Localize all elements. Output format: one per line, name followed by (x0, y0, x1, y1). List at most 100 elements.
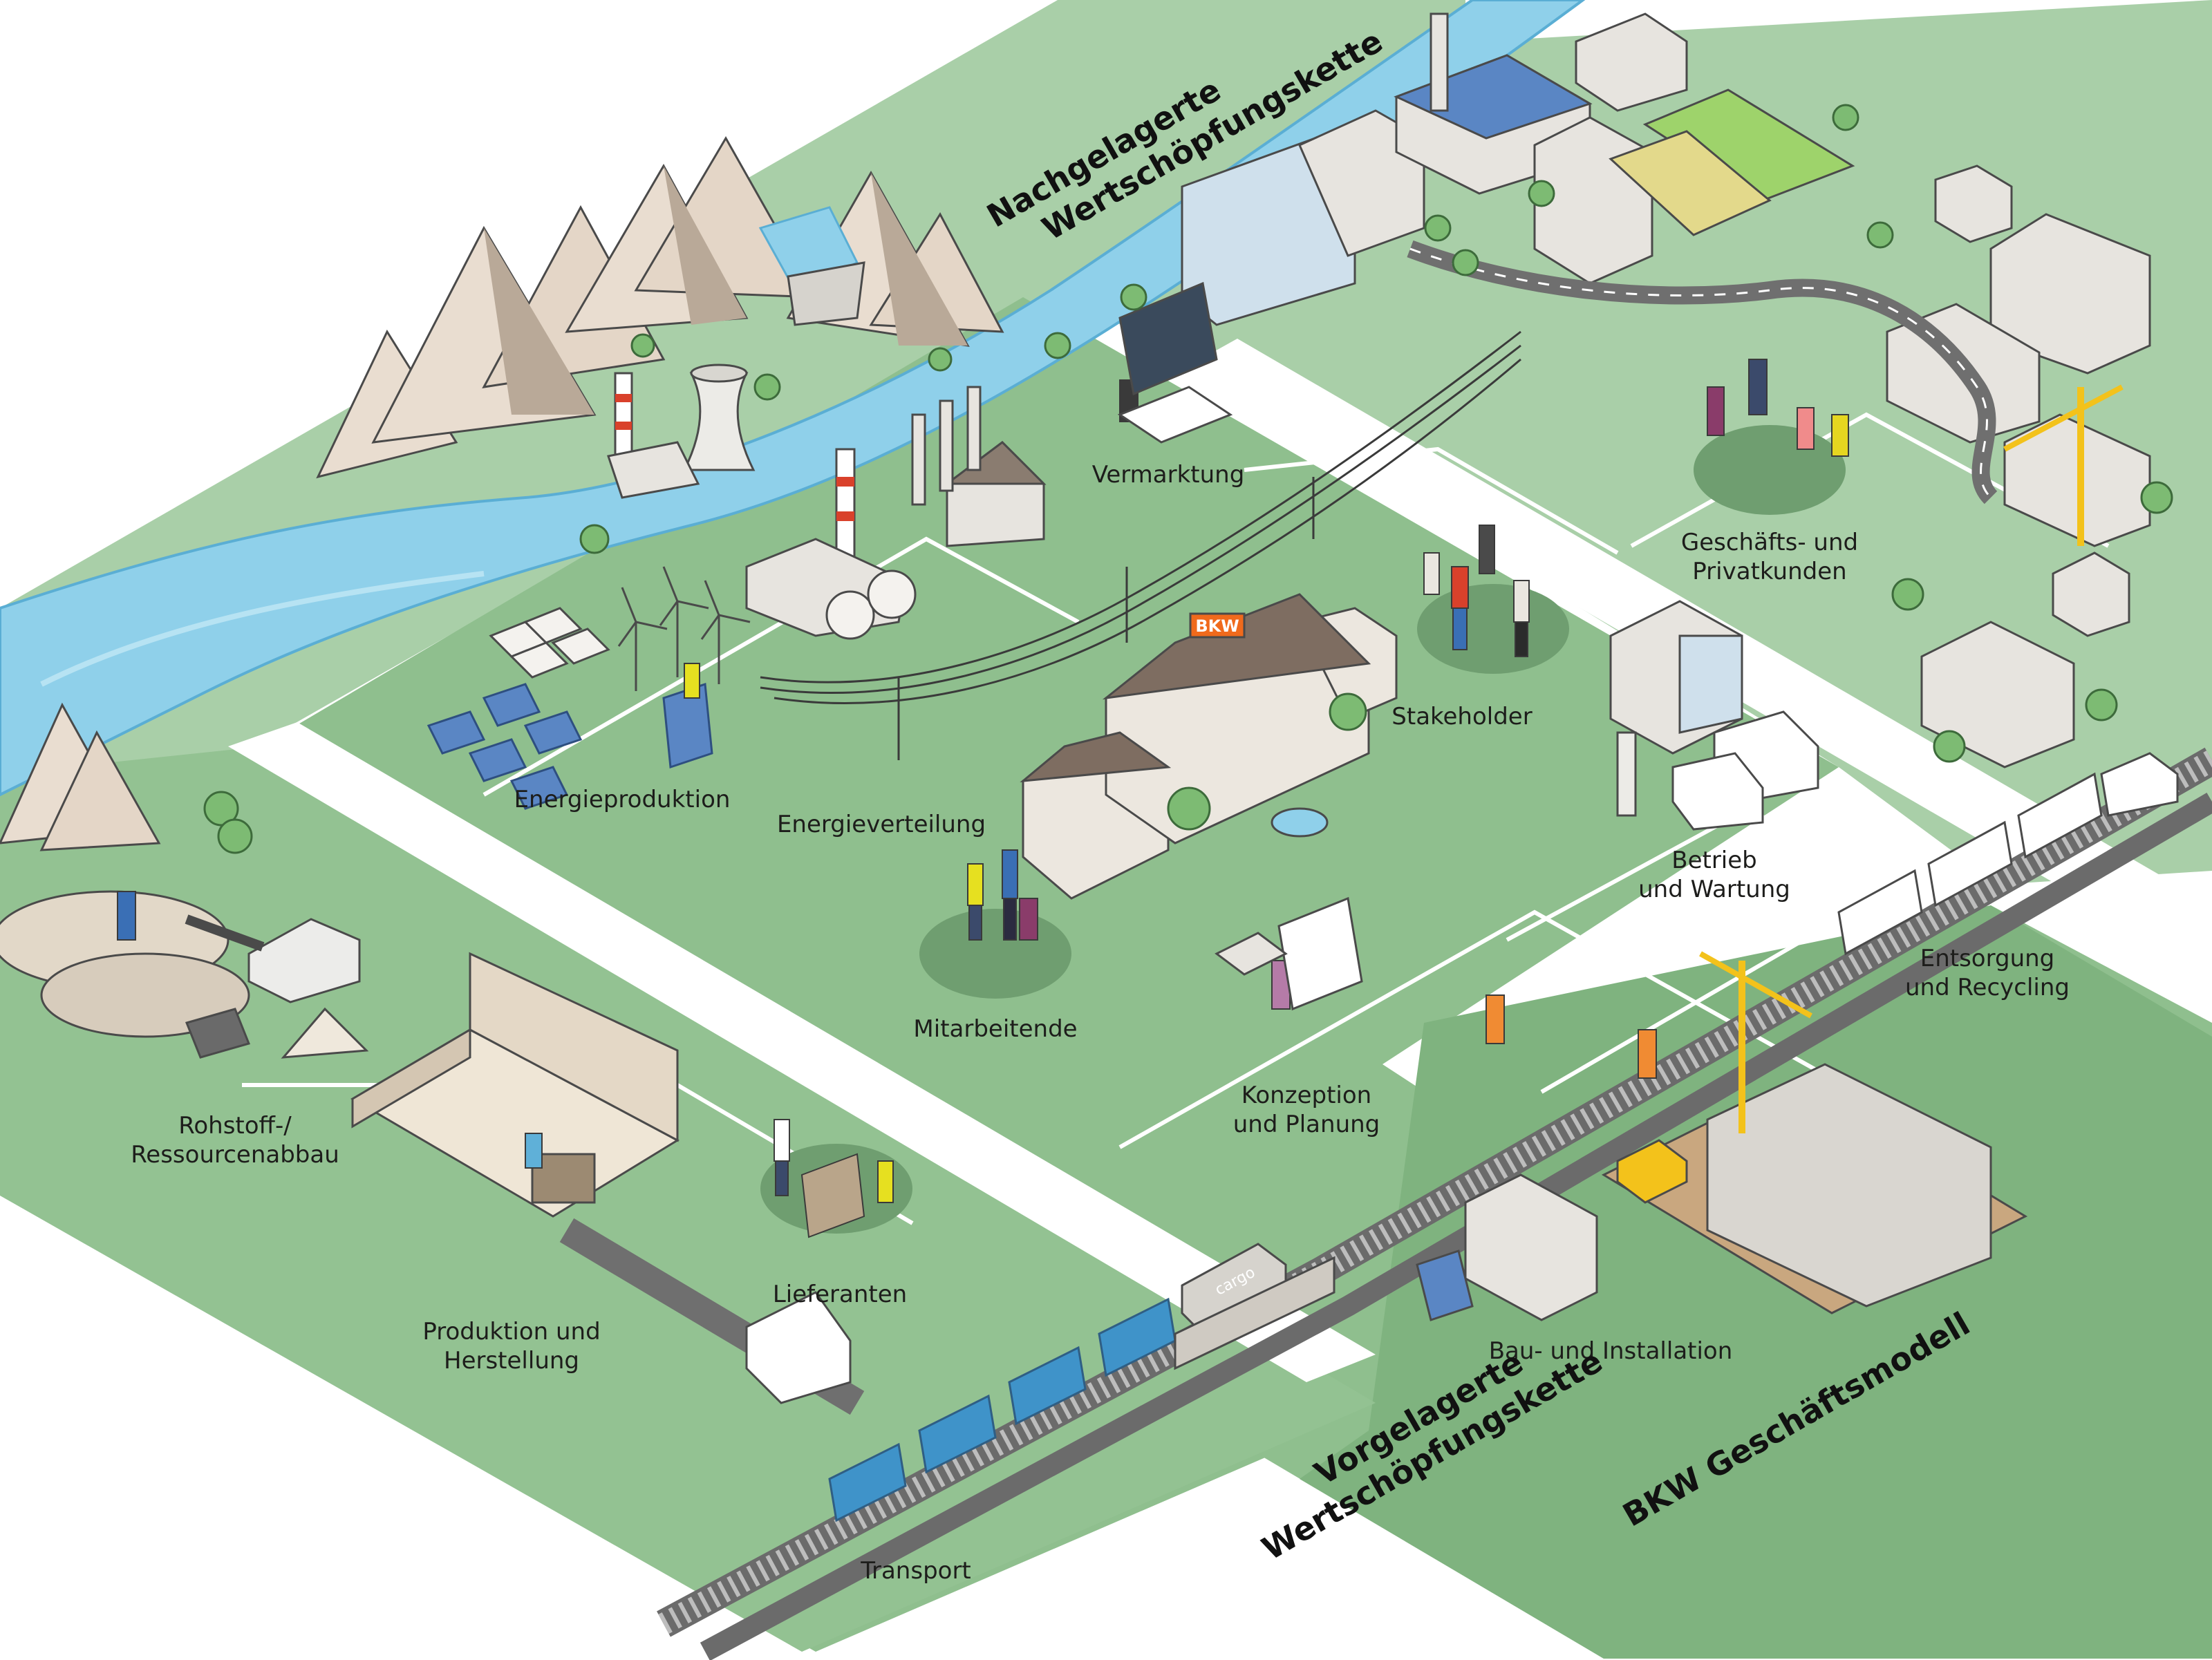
storage-tank (825, 590, 875, 640)
house (1934, 164, 2013, 243)
bkw-headquarters (1020, 593, 1398, 900)
kunden-circle (1694, 425, 1846, 515)
locomotive (2100, 752, 2179, 817)
dam (787, 261, 865, 326)
separator-strip-left (228, 722, 1376, 1382)
planning-table (1215, 896, 1363, 1011)
factory-room (350, 952, 865, 1415)
label-energieverteilung: Energieverteilung (777, 811, 986, 838)
label-lieferanten: Lieferanten (773, 1281, 907, 1308)
mining-site (0, 890, 369, 1059)
bkw-sign (1189, 612, 1246, 639)
label-produktion-line2: Herstellung (444, 1347, 579, 1375)
river-highlight (40, 571, 485, 687)
chimney-striped (835, 448, 856, 561)
railway (657, 747, 2212, 1660)
delivery-truck (745, 1291, 852, 1404)
trees (203, 104, 2173, 854)
construction-worker (1638, 1029, 1657, 1079)
hq-roof-left (1020, 731, 1172, 782)
technician (684, 663, 700, 699)
label-energieproduktion: Energieproduktion (514, 786, 731, 813)
chimney-striped (614, 372, 633, 464)
lower-right-ground (1300, 905, 2212, 1659)
hand-truck-boxes (800, 1153, 865, 1238)
crane-jib (2003, 384, 2124, 452)
power-lines (760, 330, 1521, 760)
barn (1575, 12, 1688, 112)
house-solar (2052, 551, 2130, 637)
path-lines (482, 536, 1080, 797)
service-van (1671, 752, 1764, 831)
construction-site (1416, 951, 2028, 1321)
pallet-stack (531, 1153, 596, 1204)
desk (1117, 386, 1233, 444)
chimney-stripe (836, 477, 854, 487)
chimney (911, 413, 926, 506)
service-building-glass (1678, 634, 1743, 734)
quarry-floor (40, 952, 250, 1038)
path-lines-3 (1506, 806, 1891, 1094)
apartment-block (1920, 621, 2075, 768)
label-transport: Transport (860, 1557, 971, 1585)
hq-roof (1102, 593, 1371, 700)
bkw-sign-text: BKW (1195, 616, 1239, 636)
path-lines-2 (1118, 909, 1882, 1149)
drawing-board (1277, 896, 1363, 1011)
cooling-tower (682, 372, 756, 471)
label-konzeption-line1: Konzeption (1241, 1082, 1371, 1109)
chimney (966, 386, 982, 471)
construction-crane-jib (1699, 951, 1812, 1019)
battery-containers (489, 607, 610, 679)
label-rohstoff-line2: Ressourcenabbau (131, 1141, 339, 1169)
operation-maintenance (1609, 600, 1819, 831)
people (117, 359, 1849, 1238)
storage-tank (867, 569, 917, 619)
rail-ties (658, 751, 2212, 1634)
renewables (427, 566, 751, 810)
solar-roof (1394, 54, 1593, 140)
factory-wall-left (351, 1028, 471, 1129)
chimney (939, 399, 954, 492)
label-entsorgung-line2: und Recycling (1905, 974, 2070, 1001)
ev-charger (1616, 731, 1637, 817)
rail-bridge (1174, 1256, 1335, 1370)
fountain (1271, 807, 1329, 838)
rail-track-2 (700, 793, 2212, 1660)
factory-worker (525, 1133, 543, 1169)
mountain-shadow (664, 166, 747, 325)
control-desk (1117, 281, 1233, 444)
mitarbeitende-circle (919, 909, 1071, 999)
label-mitarbeitende: Mitarbeitende (913, 1015, 1077, 1043)
excavator (247, 918, 361, 1003)
city-buildings (1181, 12, 2151, 768)
label-entsorgung-line1: Entsorgung (1920, 945, 2055, 972)
solar-panels (427, 682, 713, 810)
plant-building (607, 441, 700, 499)
label-vermarktung: Vermarktung (1092, 461, 1245, 489)
yellow-field (1609, 130, 1772, 236)
mountain-peak-left (39, 730, 161, 851)
chimney (1430, 12, 1449, 112)
mountain-shadow (484, 228, 594, 415)
chimney-stripe (836, 511, 854, 521)
mountains (0, 136, 1004, 851)
rail-worker (1485, 994, 1505, 1044)
chimney-stripe (615, 422, 632, 430)
cooling-tower-top (690, 364, 748, 383)
recycling-wagons (1837, 752, 2179, 956)
label-produktion-line1: Produktion und (422, 1318, 600, 1346)
label-kunden-line2: Privatkunden (1692, 558, 1846, 585)
label-bau: Bau- und Installation (1489, 1337, 1733, 1365)
stakeholder-circle (1417, 584, 1569, 674)
factory-wall-back (469, 952, 679, 1142)
path-lines-6 (1244, 446, 1619, 555)
wind-turbine (617, 566, 751, 691)
panel-trolley (1416, 1249, 1474, 1321)
sand-pile (281, 1007, 369, 1059)
chimney-stripe (615, 394, 632, 402)
miner (117, 891, 136, 941)
label-konzeption-line2: und Planung (1233, 1111, 1380, 1138)
label-stakeholder: Stakeholder (1391, 703, 1532, 730)
